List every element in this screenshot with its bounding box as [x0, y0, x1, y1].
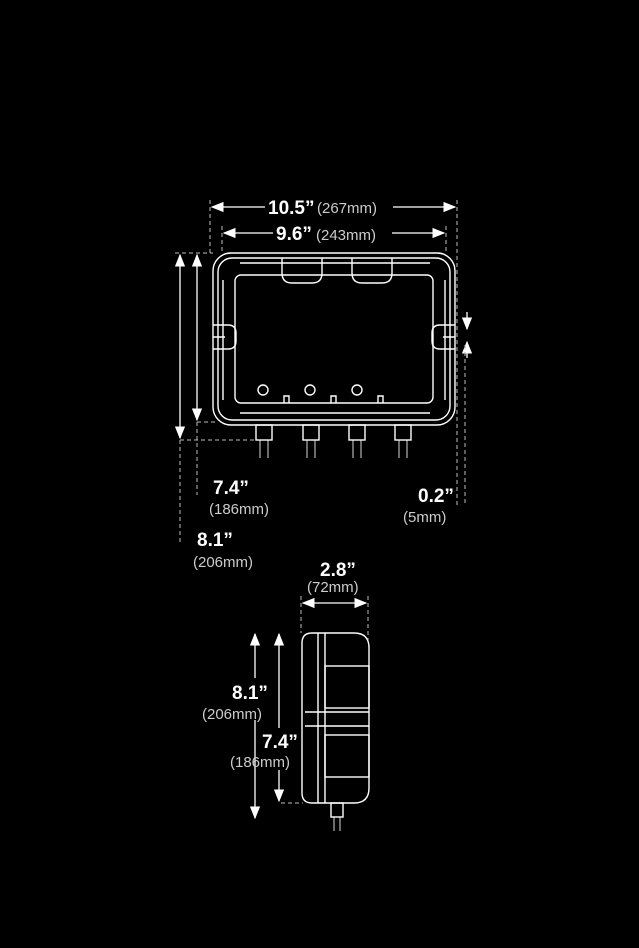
overall-height-inches: 8.1” — [197, 530, 233, 551]
side-mount-height-inches: 7.4” — [262, 732, 298, 753]
mount-height-mm: (186mm) — [209, 501, 269, 518]
left-mount-slot — [213, 324, 237, 350]
overall-width-mm: (267mm) — [317, 200, 377, 217]
depth-inches: 2.8” — [320, 560, 356, 581]
slot-width-inches: 0.2” — [418, 486, 454, 507]
slot-width-mm: (5mm) — [403, 509, 446, 526]
front-view-charger — [212, 252, 456, 458]
mount-height-inches: 7.4” — [213, 478, 249, 499]
side-dimension-lines — [249, 596, 369, 820]
indicator-led-icon — [257, 384, 269, 396]
depth-mm: (72mm) — [307, 579, 359, 596]
side-mount-height-mm: (186mm) — [230, 754, 290, 771]
side-overall-height-inches: 8.1” — [232, 683, 268, 704]
indicator-led-icon — [304, 384, 316, 396]
indicator-led-icon — [351, 384, 363, 396]
mount-width-inches: 9.6” — [276, 224, 312, 245]
side-view-charger — [301, 632, 370, 831]
side-overall-height-mm: (206mm) — [202, 706, 262, 723]
right-mount-slot — [431, 324, 455, 350]
overall-width-inches: 10.5” — [268, 198, 314, 219]
mount-width-mm: (243mm) — [316, 227, 376, 244]
cable-connectors — [255, 424, 412, 458]
overall-height-mm: (206mm) — [193, 554, 253, 571]
front-dimension-lines — [174, 200, 473, 545]
